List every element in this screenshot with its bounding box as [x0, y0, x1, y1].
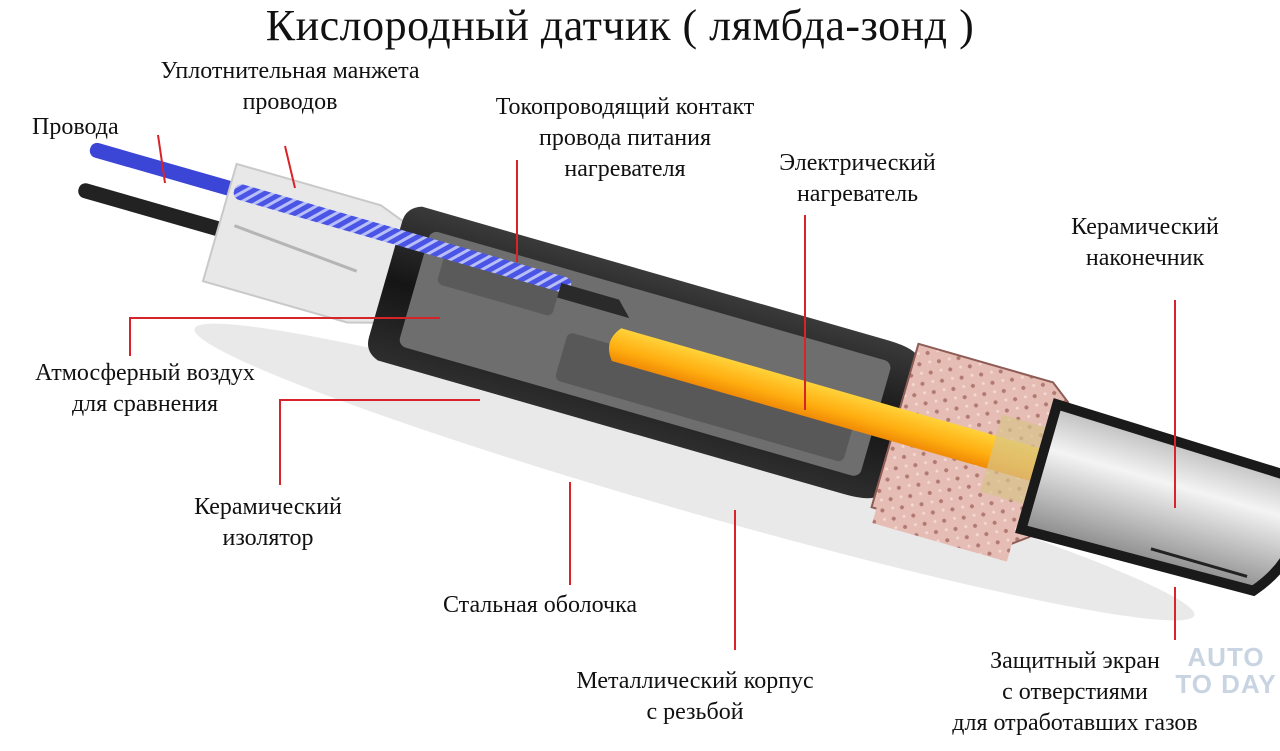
cuff-crease	[233, 224, 358, 273]
label-metal-body: Металлический корпус с резьбой	[576, 668, 814, 725]
blue-wire	[89, 142, 245, 199]
leader-seal	[284, 145, 296, 189]
site-watermark: AUTO TO DAY	[1175, 642, 1277, 699]
label-wires: Провода	[32, 114, 119, 140]
label-shield: Защитный экран с отверстиями для отработ…	[952, 648, 1198, 736]
sensor-shadow	[194, 323, 1195, 621]
leader-reference-air	[129, 317, 440, 356]
label-ceramic-insulator: Керамический изолятор	[194, 494, 342, 551]
label-contact: Токопроводящий контакт провода питания н…	[495, 94, 755, 182]
label-ceramic-tip: Керамический наконечник	[1071, 214, 1219, 271]
label-seal-cuff: Уплотнительная манжета проводов	[160, 58, 420, 115]
shield-slot	[1150, 547, 1248, 578]
label-steel-shell: Стальная оболочка	[442, 592, 638, 618]
conductive-contact	[557, 283, 630, 319]
black-wire	[78, 183, 233, 239]
diagram-title: Кислородный датчик ( лямбда-зонд )	[265, 1, 975, 50]
protective-shield	[1015, 398, 1280, 597]
label-reference-air: Атмосферный воздух для сравнения	[35, 360, 255, 417]
electric-heater	[609, 328, 1067, 485]
thread-teeth	[872, 494, 1016, 562]
braided-conductor	[233, 184, 572, 293]
leader-wires	[157, 134, 166, 184]
leader-insulator	[279, 399, 480, 485]
label-heater: Электрический нагреватель	[779, 150, 936, 207]
